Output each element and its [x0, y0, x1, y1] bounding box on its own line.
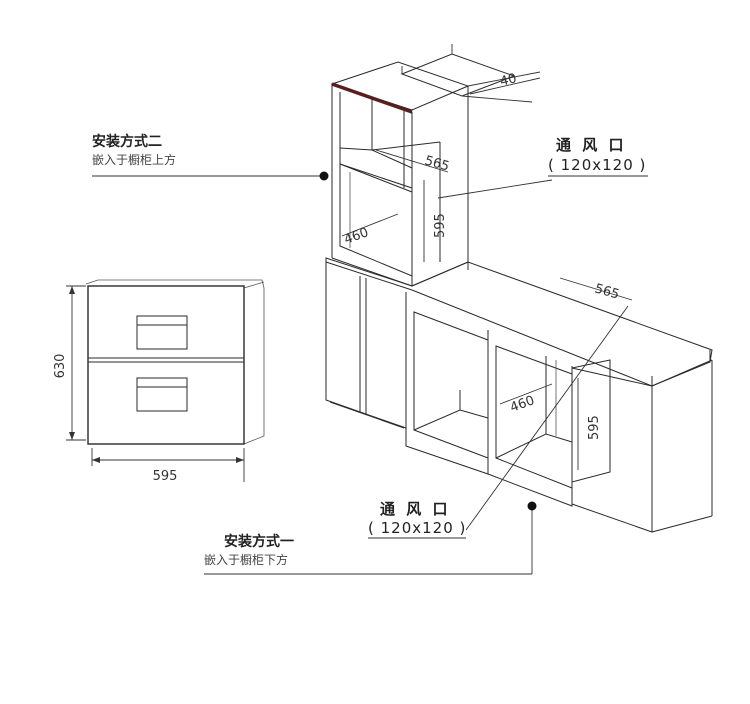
- vent-top-size: ( 120x120 ): [548, 156, 646, 174]
- dimension-label-460-top: 460: [342, 225, 370, 248]
- cabinet-front-view: [85, 279, 265, 445]
- installation-two-callout: [92, 171, 329, 181]
- dimension-height-630: 630: [53, 285, 86, 441]
- vent-bottom-callout: [368, 305, 629, 539]
- dimension-width-595: 595: [91, 448, 245, 484]
- vent-bottom-size: ( 120x120 ): [368, 519, 466, 537]
- dimension-label-40: 40: [499, 71, 519, 90]
- installation-one-callout: [204, 501, 537, 575]
- tall-cabinet-upper: [330, 61, 470, 287]
- dimension-label-630: 630: [53, 354, 68, 379]
- dimension-label-460-bottom: 460: [508, 393, 536, 416]
- installation-one-marker: [527, 501, 537, 511]
- dimension-label-595-top: 595: [433, 213, 448, 238]
- vent-top-label: 通 风 口: [556, 136, 626, 154]
- upper-recess-dimensions: 565 460 595: [341, 149, 451, 262]
- vent-top-callout: [437, 175, 648, 199]
- dimension-gap-40: 40: [400, 44, 541, 103]
- base-cabinet-run: [325, 257, 713, 533]
- dimension-label-595-width: 595: [153, 469, 178, 484]
- dimension-label-595-bottom: 595: [587, 415, 602, 440]
- dimension-label-565-bottom: 565: [593, 281, 621, 302]
- lower-recess-dimensions: 565 460 595: [499, 277, 633, 470]
- vent-bottom-label: 通 风 口: [380, 500, 450, 518]
- installation-two-marker: [319, 171, 329, 181]
- installation-one-title: 安装方式一: [224, 533, 294, 550]
- installation-one-subtitle: 嵌入于橱柜下方: [204, 552, 288, 567]
- installation-two-title: 安装方式二: [92, 133, 162, 150]
- dimension-label-565-top: 565: [423, 153, 451, 174]
- installation-two-subtitle: 嵌入于橱柜上方: [92, 152, 176, 167]
